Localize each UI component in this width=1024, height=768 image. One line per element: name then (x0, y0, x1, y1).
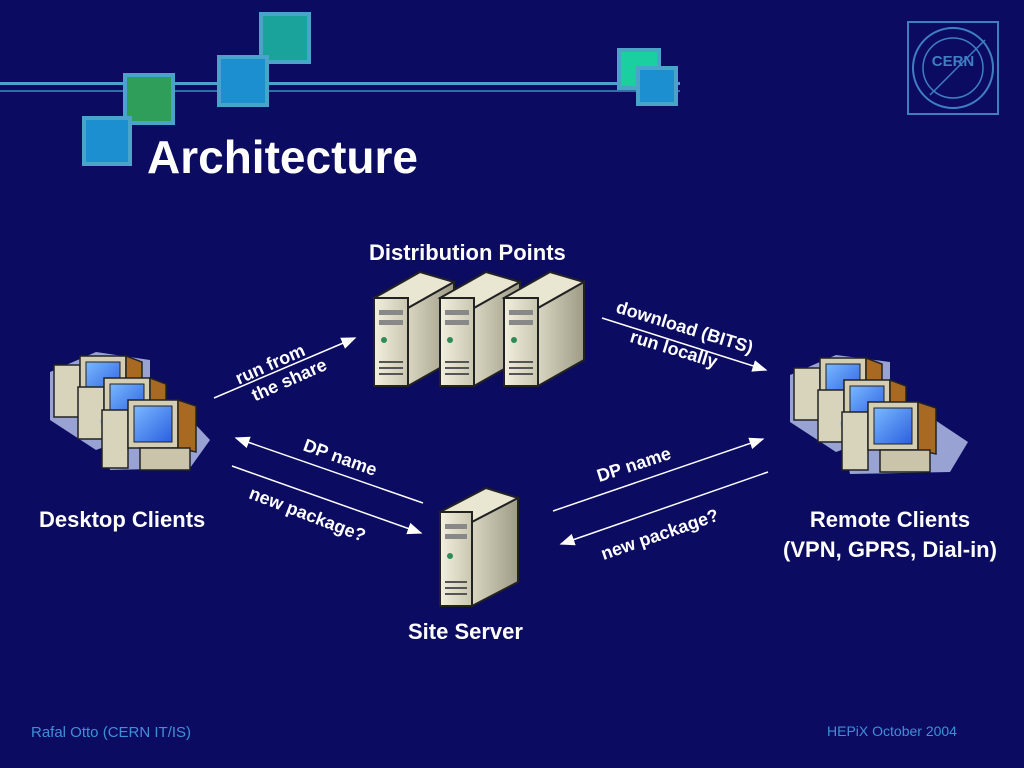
header-bar-top (0, 82, 680, 85)
arrow-new-package-left (231, 465, 423, 535)
deco-square-3 (123, 73, 175, 125)
label-remote-clients: Remote Clients (VPN, GPRS, Dial-in) (765, 507, 1015, 563)
arrow-new-package-right (559, 471, 769, 546)
cern-logo: CERN (907, 21, 999, 115)
arrow-download-bits (601, 317, 768, 372)
arrow-dp-name-right (552, 437, 765, 512)
arrow-run-from-share (213, 337, 357, 399)
cern-logo-text: CERN (932, 53, 975, 70)
arrow-dp-name-left (234, 436, 424, 504)
deco-square-6 (636, 66, 678, 106)
footer-event: HEPiX October 2004 (827, 723, 957, 739)
remote-clients-computers (790, 355, 968, 474)
header-bar-bottom (0, 90, 680, 92)
label-desktop-clients: Desktop Clients (39, 507, 206, 532)
label-site-server: Site Server (408, 619, 523, 644)
label-remote-clients-line1: Remote Clients (809, 507, 971, 532)
distribution-server-3 (501, 270, 587, 388)
deco-square-2 (217, 55, 269, 107)
deco-square-1 (259, 12, 311, 64)
label-remote-clients-line2: (VPN, GPRS, Dial-in) (783, 537, 997, 562)
label-distribution-points: Distribution Points (369, 240, 566, 265)
desktop-clients-computers (50, 352, 210, 471)
deco-square-4 (82, 116, 132, 166)
page-title: Architecture (147, 131, 418, 183)
footer-author: Rafal Otto (CERN IT/IS) (31, 724, 192, 741)
site-server (437, 486, 521, 608)
